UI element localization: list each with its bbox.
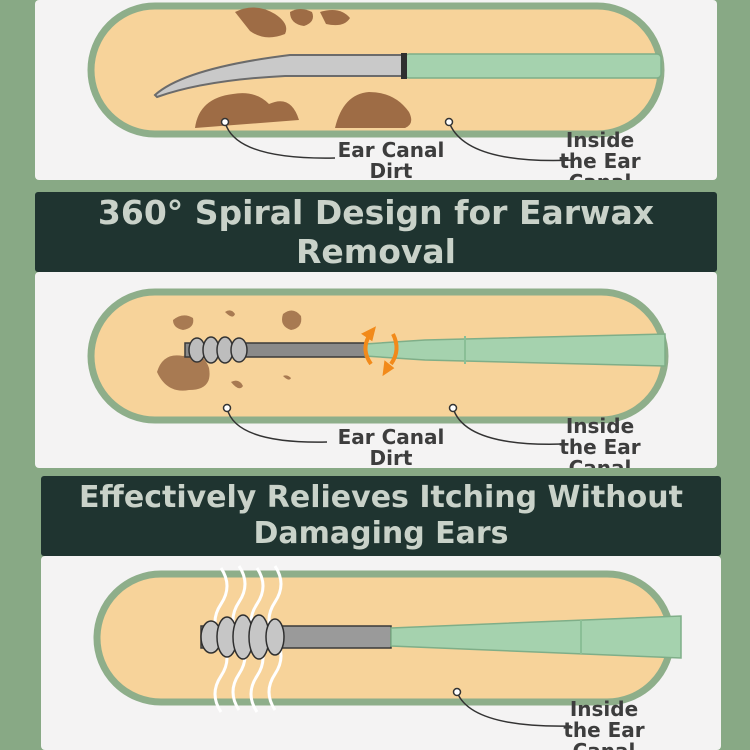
coil-ear-pick-icon: [200, 614, 682, 660]
rotation-arrows-icon: [361, 326, 399, 377]
spiral-design-banner: 360° Spiral Design for Earwax Removal: [35, 192, 717, 272]
inside-ear-canal-label: Inside the Ear Canal: [563, 699, 645, 750]
relieves-itching-banner: Effectively Relieves Itching Without Dam…: [41, 476, 721, 556]
curved-pick-illustration: [87, 2, 665, 162]
curved-ear-pick-icon: [153, 53, 662, 99]
earwax-dirt-icon: [157, 310, 302, 391]
banner-title: 360° Spiral Design for Earwax Removal: [97, 193, 655, 271]
inside-ear-canal-label: Inside the Ear Canal: [559, 416, 641, 468]
banner-title: Effectively Relieves Itching Without Dam…: [79, 480, 683, 551]
ear-canal-dirt-label: Ear Canal Dirt: [337, 425, 445, 469]
ear-canal-dirt-label: Ear Canal Dirt: [337, 138, 445, 181]
illustration-panel-coil-pick: Inside the Ear Canal: [41, 556, 721, 750]
coil-pick-illustration: [93, 565, 682, 727]
spiral-pick-illustration: [87, 288, 669, 445]
inside-ear-canal-label: Inside the Ear Canal: [559, 130, 641, 180]
illustration-panel-curved-pick: Ear Canal Dirt Inside the Ear Canal: [35, 0, 717, 180]
illustration-panel-spiral-pick: Ear Canal Dirt Inside the Ear Canal: [35, 272, 717, 468]
earwax-dirt-icon: [195, 7, 412, 128]
